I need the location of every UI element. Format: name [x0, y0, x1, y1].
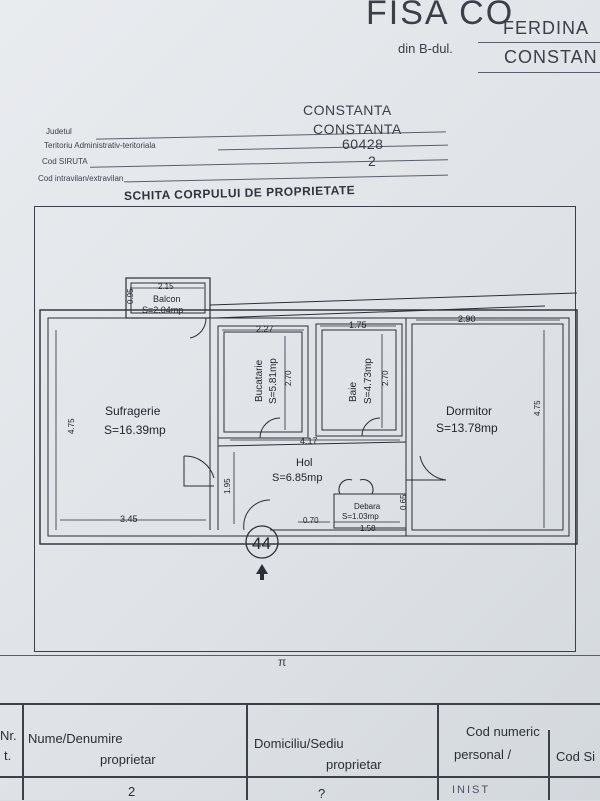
dim-debara-width: 1.58 [360, 524, 376, 533]
address-line-1: FERDINA [503, 18, 590, 38]
table-cell-value-2: ? [318, 786, 326, 801]
room-area-sufragerie: S=16.39mp [104, 423, 166, 437]
table-cell-value-1: 2 [128, 784, 136, 799]
dim-debara-height: 0.65 [399, 494, 408, 510]
room-name-hol: Hol [296, 457, 313, 469]
table-header-cnp: Cod numeric [466, 724, 540, 739]
dim-dormitor-height: 4.75 [533, 400, 542, 416]
room-name-dormitor: Dormitor [446, 404, 492, 418]
dim-balcon-depth: 0.95 [126, 288, 135, 304]
dim-baie-width: 1.75 [349, 320, 367, 330]
table-header-name-2: proprietar [100, 752, 156, 767]
room-name-baie: Baie [348, 382, 359, 402]
room-area-debara: S=1.03mp [342, 512, 379, 521]
field-value-siruta: 60428 [342, 136, 384, 152]
room-area-balcon: S=2.04mp [142, 305, 183, 315]
dim-hol-width: 4.17 [300, 436, 318, 446]
dim-sufragerie-height: 4.75 [67, 418, 76, 434]
table-header-nr-b: t. [4, 748, 12, 763]
address-line-2: CONSTAN [504, 47, 598, 67]
dim-hol-height: 1.95 [223, 478, 232, 494]
field-value-judet: CONSTANTA [303, 102, 392, 118]
entry-arrow-icon [256, 564, 268, 580]
table-header-cnp-2: personal / [454, 747, 512, 762]
dim-dormitor-width: 2.90 [458, 314, 476, 324]
room-name-debara: Debara [354, 502, 381, 511]
dim-hol-small: 0.70 [303, 516, 319, 525]
field-label-judet: Judetul [46, 127, 72, 136]
document-title: FISA CO [366, 0, 515, 32]
field-label-siruta: Cod SIRUTA [42, 157, 88, 166]
dim-bucatarie-height: 2.70 [284, 370, 293, 386]
table-header-nr: Nr. [0, 728, 17, 743]
apartment-number: 44 [252, 534, 271, 553]
room-area-baie: S=4.73mp [363, 358, 374, 404]
table-header-name: Nume/Denumire [28, 731, 123, 746]
room-name-bucatarie: Bucatarie [254, 359, 265, 402]
table-header-domiciliu: Domiciliu/Sediu [254, 736, 344, 751]
table-header-domiciliu-2: proprietar [326, 757, 382, 772]
room-area-bucatarie: S=5.81mp [268, 358, 279, 404]
dim-sufragerie-width: 3.45 [120, 514, 138, 524]
field-label-uat: Teritoriu Administrativ-teritoriala [44, 141, 156, 150]
address-prefix: din B-dul. [398, 41, 453, 56]
room-name-sufragerie: Sufragerie [105, 404, 161, 418]
dim-bucatarie-width: 2.27 [256, 324, 274, 334]
dim-balcon-width: 2.15 [158, 282, 174, 291]
footer-mark: π [278, 655, 287, 669]
plan-frame [34, 206, 576, 652]
field-value-intravilan: 2 [368, 153, 377, 169]
table-header-cod: Cod Si [556, 749, 596, 764]
room-name-balcon: Balcon [153, 294, 181, 304]
field-value-uat: CONSTANTA [313, 121, 402, 137]
field-label-intravilan: Cod intravilan/extravilan [38, 174, 124, 183]
room-area-hol: S=6.85mp [272, 472, 322, 484]
room-area-dormitor: S=13.78mp [436, 421, 498, 435]
stamp-text: INIST [452, 784, 491, 796]
dim-baie-height: 2.70 [381, 370, 390, 386]
